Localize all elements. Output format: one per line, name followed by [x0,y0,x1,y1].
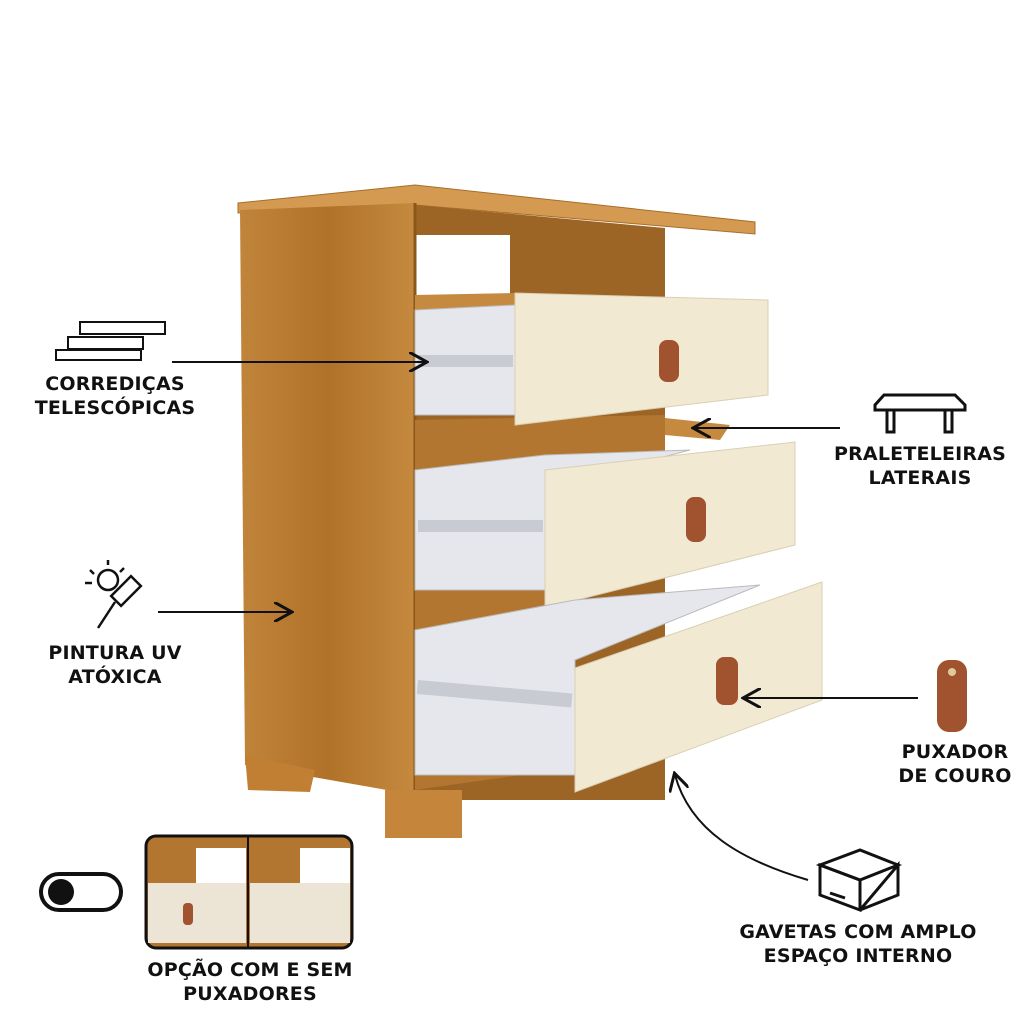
leather-handle [686,497,706,542]
drawer-front [544,441,796,609]
dresser-top [237,184,756,235]
box-icon [815,848,903,913]
feature-label-slides: CORREDIÇAS TELESCÓPICAS [20,372,210,420]
toggle-icon [39,872,123,912]
label-line: PUXADOR [901,741,1009,763]
drawer-front [574,581,823,793]
foot [245,755,315,792]
label-line: ESPAÇO INTERNO [763,945,953,967]
drawer-front [514,292,769,426]
label-line: PINTURA UV [48,642,182,664]
leather-handle [659,340,679,382]
label-line: CORREDIÇAS [45,373,185,395]
label-line: TELESCÓPICAS [34,397,196,419]
label-line: LATERAIS [868,467,972,489]
leather-handle-icon [937,660,967,732]
label-line: DE COURO [898,765,1012,787]
dresser-side-panel [240,203,415,795]
label-line: GAVETAS COM AMPLO [739,921,977,943]
label-line: ATÓXICA [68,666,162,688]
feature-label-shelves: PRALETELEIRAS LATERAIS [820,442,1020,490]
label-line: PUXADORES [183,983,317,1005]
shelf-icon [873,393,967,434]
feature-label-option: OPÇÃO COM E SEM PUXADORES [130,958,370,1006]
handle-option-comparison [144,834,354,950]
telescopic-slide-icon [55,321,166,361]
feature-label-drawers: GAVETAS COM AMPLO ESPAÇO INTERNO [718,920,998,968]
foot [385,790,462,838]
feature-label-paint: PINTURA UV ATÓXICA [20,641,210,689]
paint-brush-icon [85,560,143,629]
feature-label-handle: PUXADOR DE COURO [880,740,1024,788]
label-line: OPÇÃO COM E SEM [147,959,353,981]
leather-handle [716,657,738,705]
label-line: PRALETELEIRAS [833,443,1007,465]
